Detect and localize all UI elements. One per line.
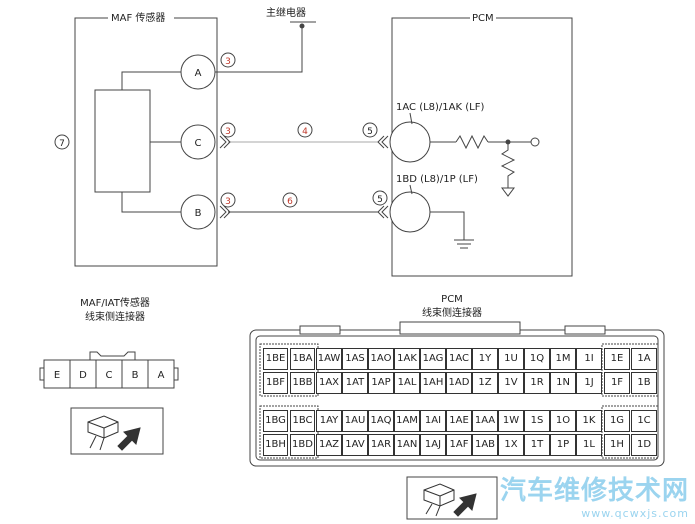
pcm-terminal-2-label: 1BD (L8)/1P (LF) (396, 174, 478, 185)
maf-pin-b: B (195, 208, 202, 219)
maf-pin-a: A (195, 68, 202, 79)
pcm-pin-cell: 1BG (263, 410, 288, 432)
pcm-pin-cell: 1AQ (368, 410, 394, 432)
pcm-pin-cell: 1O (550, 410, 576, 432)
pcm-pin-cell: 1AU (342, 410, 368, 432)
pcm-pin-cell: 1AV (342, 434, 368, 456)
pcm-pin-cell: 1F (604, 372, 630, 394)
pcm-pin-cell: 1J (576, 372, 602, 394)
pcm-pin-cell: 1B (631, 372, 657, 394)
pcm-pin-cell: 1AG (420, 348, 446, 370)
pcm-pin-cell: 1G (604, 410, 630, 432)
pcm-pin-cell: 1AZ (316, 434, 342, 456)
pcm-connector-title-2: 线束侧连接器 (422, 306, 482, 319)
pcm-pin-cell: 1AJ (420, 434, 446, 456)
callout-4: 4 (302, 127, 308, 137)
pcm-pin-cell: 1X (498, 434, 524, 456)
pcm-pin-cell: 1R (524, 372, 550, 394)
pcm-pin-cell: 1AM (394, 410, 420, 432)
maf-pin-b-cell: B (132, 370, 139, 381)
pcm-pin-cell: 1AX (316, 372, 342, 394)
pcm-pin-cell: 1BD (290, 434, 315, 456)
pcm-pin-cell: 1AI (420, 410, 446, 432)
maf-connector-plug-icon (87, 415, 141, 451)
pcm-pin-cell: 1N (550, 372, 576, 394)
maf-connector-title-1: MAF/IAT传感器 (80, 296, 150, 309)
callout-5-upper: 5 (367, 127, 373, 137)
pcm-pin-cell: 1AN (394, 434, 420, 456)
pcm-pin-cell: 1T (524, 434, 550, 456)
pcm-pin-cell: 1BC (290, 410, 315, 432)
pcm-pin-cell: 1S (524, 410, 550, 432)
maf-sensor-title: MAF 传感器 (111, 11, 165, 24)
pcm-pin-cell: 1V (498, 372, 524, 394)
pcm-terminal-1-label: 1AC (L8)/1AK (LF) (396, 102, 484, 113)
maf-pin-d-cell: D (79, 370, 87, 381)
pcm-pin-cell: 1Q (524, 348, 550, 370)
maf-pin-a-cell: A (158, 370, 165, 381)
watermark: 汽车维修技术网 www.qcwxjs.com (500, 470, 689, 520)
pcm-pin-cell: 1AY (316, 410, 342, 432)
pcm-pin-cell: 1AW (316, 348, 342, 370)
pcm-pin-cell: 1AF (446, 434, 472, 456)
callout-3-c: 3 (225, 127, 231, 137)
pcm-pin-cell: 1AK (394, 348, 420, 370)
pcm-pin-cell: 1BB (290, 372, 315, 394)
pcm-pin-cell: 1AE (446, 410, 472, 432)
pcm-pin-cell: 1BF (263, 372, 288, 394)
pcm-pin-cell: 1AB (472, 434, 498, 456)
pcm-pin-cell: 1AT (342, 372, 368, 394)
pcm-pin-cell: 1AC (446, 348, 472, 370)
pcm-pin-cell: 1P (550, 434, 576, 456)
maf-pin-c: C (195, 138, 202, 149)
pcm-pin-cell: 1W (498, 410, 524, 432)
pcm-pin-cell: 1AS (342, 348, 368, 370)
pcm-connector-plug-icon (423, 483, 477, 517)
pcm-connector-title-1: PCM (441, 294, 463, 305)
pcm-pin-cell: 1H (604, 434, 630, 456)
watermark-title: 汽车维修技术网 (499, 476, 689, 506)
callout-5-lower: 5 (377, 195, 383, 205)
pcm-pin-cell: 1AR (368, 434, 394, 456)
pcm-pin-cell: 1I (576, 348, 602, 370)
pcm-pin-cell: 1Z (472, 372, 498, 394)
watermark-url: www.qcwxjs.com (581, 507, 689, 520)
pcm-pin-cell: 1C (631, 410, 657, 432)
pcm-pin-cell: 1E (604, 348, 630, 370)
pcm-pin-cell: 1AP (368, 372, 394, 394)
pcm-pin-cell: 1D (631, 434, 657, 456)
pcm-pin-cell: 1U (498, 348, 524, 370)
pcm-title: PCM (472, 13, 494, 24)
callout-3-b: 3 (225, 197, 231, 207)
callout-3-a: 3 (225, 57, 231, 67)
pcm-pin-cell: 1AL (394, 372, 420, 394)
maf-pin-e-cell: E (54, 370, 60, 381)
pcm-pin-cell: 1BH (263, 434, 288, 456)
pcm-pin-cell: 1BA (290, 348, 315, 370)
pcm-pin-cell: 1Y (472, 348, 498, 370)
pcm-pin-cell: 1A (631, 348, 657, 370)
pcm-pin-cell: 1AO (368, 348, 394, 370)
callout-6: 6 (287, 197, 293, 207)
main-relay-label: 主继电器 (266, 6, 306, 19)
pcm-pin-cell: 1L (576, 434, 602, 456)
pcm-pin-cell: 1K (576, 410, 602, 432)
pcm-pin-cell: 1AD (446, 372, 472, 394)
maf-pin-c-cell: C (106, 370, 113, 381)
pcm-pin-cell: 1AA (472, 410, 498, 432)
pcm-pin-cell: 1BE (263, 348, 288, 370)
callout-7: 7 (59, 139, 65, 149)
pcm-pin-cell: 1AH (420, 372, 446, 394)
maf-connector-title-2: 线束侧连接器 (85, 310, 145, 323)
pcm-pin-cell: 1M (550, 348, 576, 370)
